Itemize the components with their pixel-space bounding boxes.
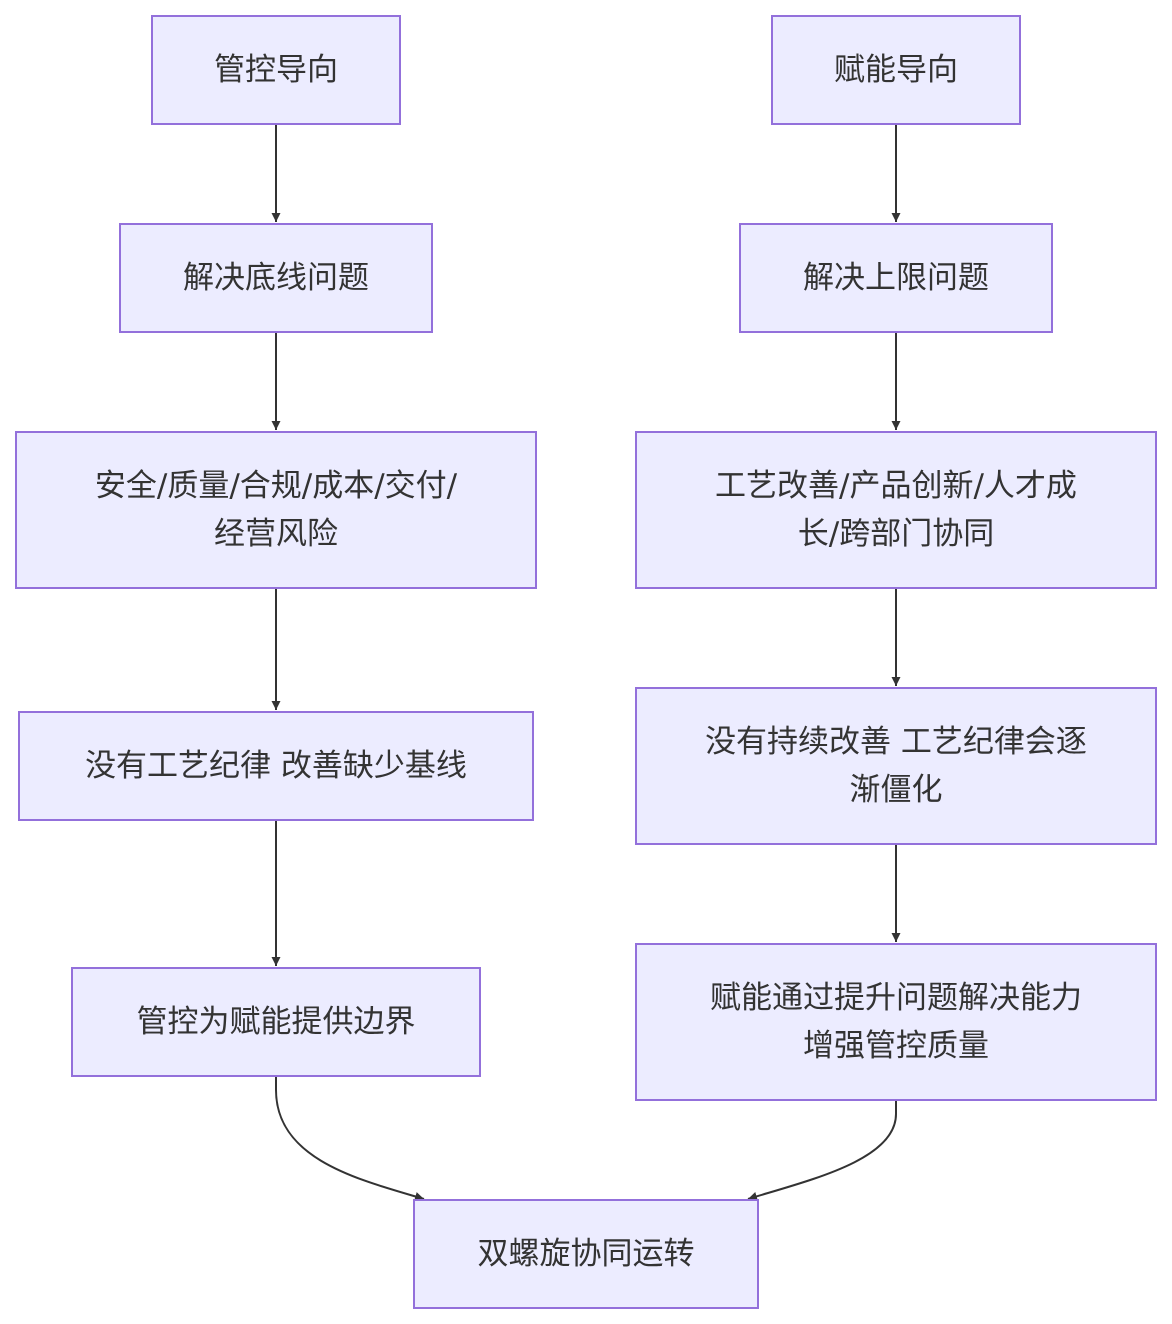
- node-double-helix-label: 双螺旋协同运转: [477, 1236, 695, 1272]
- node-improvements: 工艺改善/产品创新/人才成长/跨部门协同: [635, 431, 1157, 589]
- node-empower-quality: 赋能通过提升问题解决能力增强管控质量: [635, 943, 1157, 1101]
- node-empower-quality-label: 赋能通过提升问题解决能力增强管控质量: [710, 980, 1082, 1064]
- node-control-boundary-label: 管控为赋能提供边界: [136, 1004, 416, 1040]
- node-no-discipline: 没有工艺纪律 改善缺少基线: [18, 711, 534, 821]
- node-bottom-line: 解决底线问题: [119, 223, 433, 333]
- edge-empower-quality-to-double-helix: [747, 1101, 897, 1201]
- node-no-improvement-label: 没有持续改善 工艺纪律会逐渐僵化: [705, 724, 1087, 808]
- node-double-helix: 双螺旋协同运转: [413, 1199, 759, 1309]
- node-empower-orientation: 赋能导向: [771, 15, 1021, 125]
- node-improvements-label: 工艺改善/产品创新/人才成长/跨部门协同: [715, 468, 1077, 552]
- node-no-discipline-label: 没有工艺纪律 改善缺少基线: [85, 748, 467, 784]
- node-upper-limit: 解决上限问题: [739, 223, 1053, 333]
- node-no-improvement: 没有持续改善 工艺纪律会逐渐僵化: [635, 687, 1157, 845]
- node-risks-label: 安全/质量/合规/成本/交付/经营风险: [94, 468, 458, 552]
- node-control-boundary: 管控为赋能提供边界: [71, 967, 481, 1077]
- edge-control-boundary-to-double-helix: [275, 1077, 425, 1201]
- node-upper-limit-label: 解决上限问题: [803, 260, 989, 296]
- node-empower-orientation-label: 赋能导向: [834, 52, 958, 88]
- node-control-orientation: 管控导向: [151, 15, 401, 125]
- node-control-orientation-label: 管控导向: [214, 52, 338, 88]
- node-risks: 安全/质量/合规/成本/交付/经营风险: [15, 431, 537, 589]
- node-bottom-line-label: 解决底线问题: [183, 260, 369, 296]
